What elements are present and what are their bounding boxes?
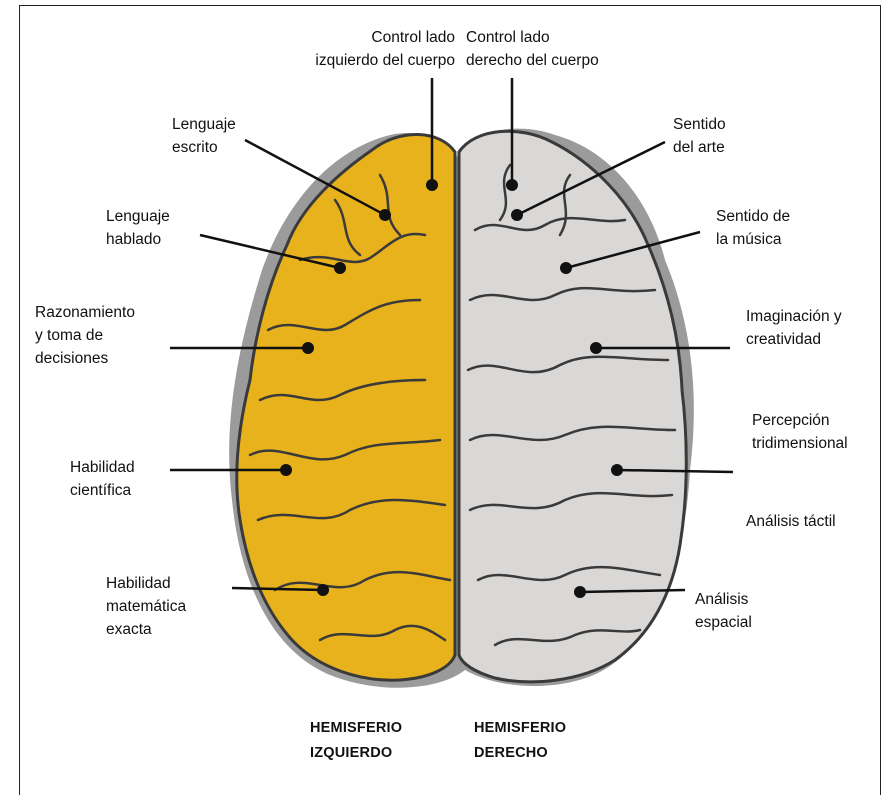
label-razonamiento: Razonamiento y toma de decisiones [35,301,195,370]
label-percepcion: Percepción tridimensional [752,409,882,455]
label-analisis-tactil: Análisis táctil [746,510,881,533]
label-lenguaje-escrito: Lenguaje escrito [172,113,292,159]
right-hemisphere [459,131,686,682]
left-hemisphere [237,134,455,680]
label-lenguaje-hablado: Lenguaje hablado [106,205,226,251]
label-habilidad-cientifica: Habilidad científica [70,456,210,502]
label-control-izquierdo: Control lado izquierdo del cuerpo [260,26,455,72]
label-analisis-espacial: Análisis espacial [695,588,815,634]
label-habilidad-matematica: Habilidad matemática exacta [106,572,246,641]
hemisphere-left-title: HEMISFERIO IZQUIERDO [310,716,440,766]
label-sentido-musica: Sentido de la música [716,205,846,251]
label-sentido-arte: Sentido del arte [673,113,793,159]
hemisphere-right-title: HEMISFERIO DERECHO [474,716,604,766]
label-control-derecho: Control lado derecho del cuerpo [466,26,666,72]
label-imaginacion: Imaginación y creatividad [746,305,881,351]
